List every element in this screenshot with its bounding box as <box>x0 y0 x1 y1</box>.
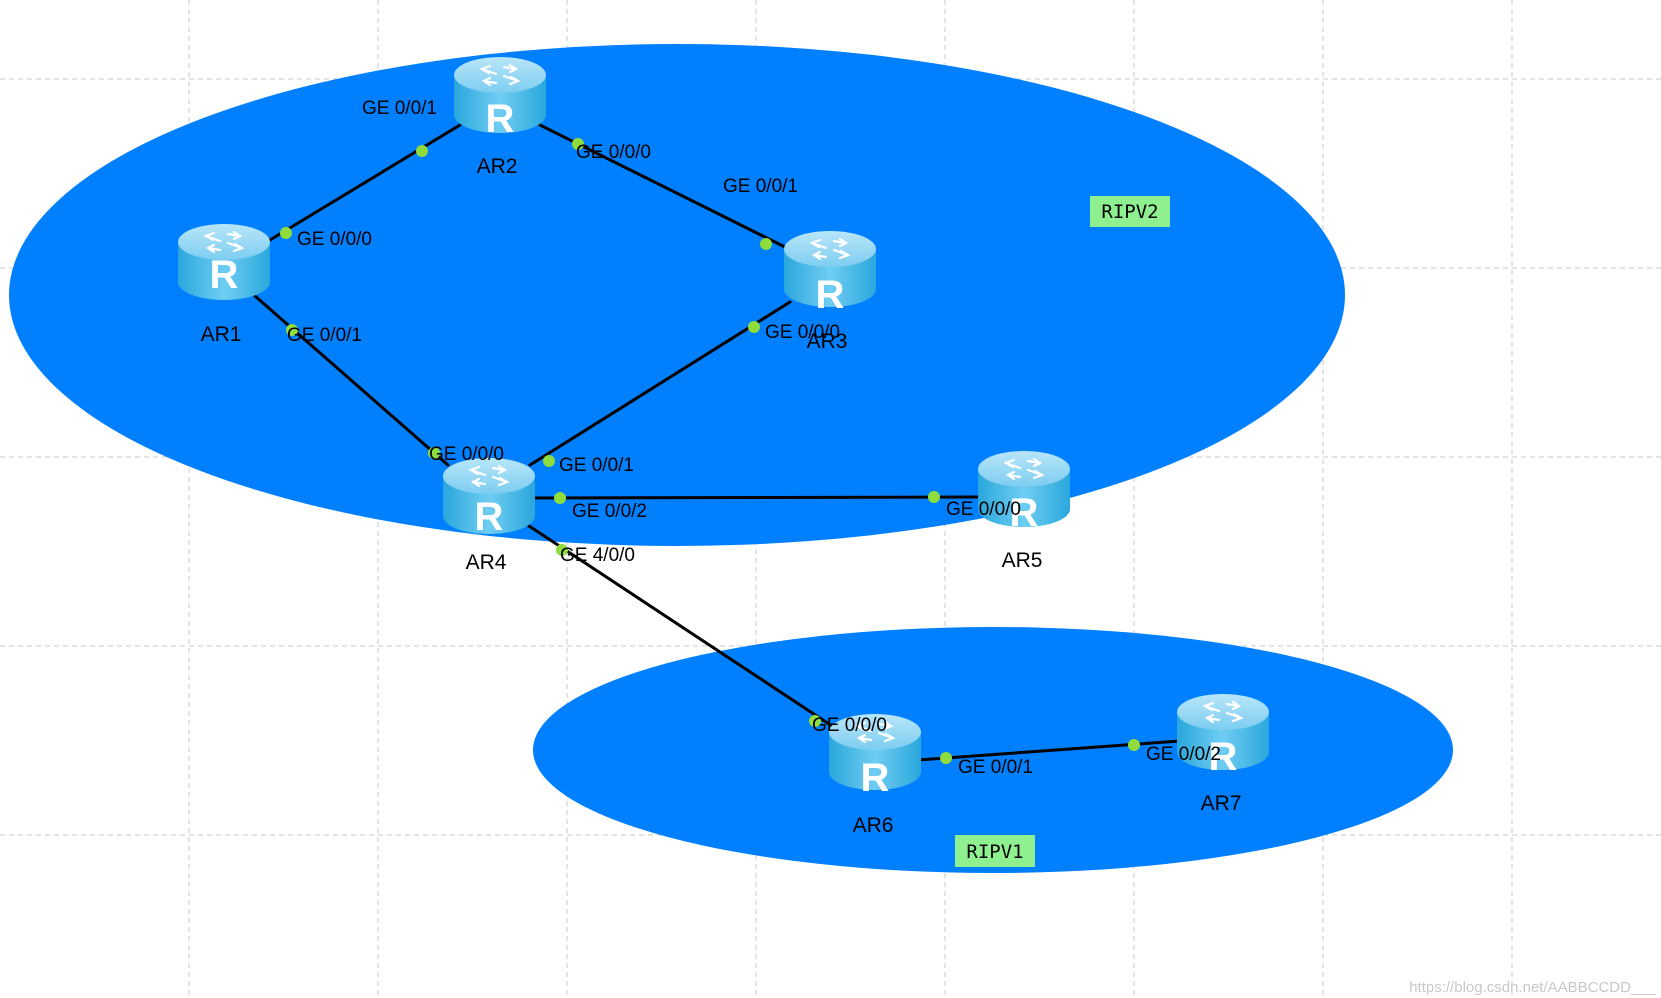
port-dot-ar1-ge001 <box>286 324 298 336</box>
ripv1-tag: RIPV1 <box>955 835 1035 867</box>
port-dot-ar4-ge400 <box>556 544 568 556</box>
iface-ar4-ge001: GE 0/0/1 <box>559 455 634 476</box>
router-name-ar2: AR2 <box>477 155 518 178</box>
iface-ar6-ge001: GE 0/0/1 <box>958 757 1033 778</box>
port-dots <box>280 138 1140 764</box>
port-dot-ar6-ge001 <box>940 752 952 764</box>
router-name-ar6: AR6 <box>853 814 894 837</box>
link-ar1-ar2 <box>263 123 462 245</box>
ripv1-tag-background <box>955 835 1035 867</box>
port-dot-ar4-ge001 <box>543 455 555 467</box>
router-name-ar3: AR3 <box>807 330 848 353</box>
router-ar7[interactable]: R AR7 <box>1175 692 1271 815</box>
ripv2-tag: RIPV2 <box>1090 196 1170 227</box>
router-name-ar1: AR1 <box>201 323 242 346</box>
router-ar3[interactable]: R AR3 <box>782 229 878 353</box>
router-letter-icon: R <box>816 273 845 317</box>
port-dot-ar4-ge000 <box>428 447 440 459</box>
router-letter-icon: R <box>210 253 239 297</box>
port-dot-ar2-ge001 <box>416 145 428 157</box>
iface-ar1-ge000: GE 0/0/0 <box>297 229 372 250</box>
iface-ar1-ge001: GE 0/0/1 <box>287 325 362 346</box>
link-ar4-ar6 <box>521 520 837 730</box>
ripv2-tag-label: RIPV2 <box>1101 201 1158 223</box>
iface-ar4-ge000: GE 0/0/0 <box>429 444 504 465</box>
router-ar6[interactable]: R AR6 <box>827 712 923 837</box>
iface-ar6-ge000: GE 0/0/0 <box>812 715 887 736</box>
port-dot-ar5-ge000 <box>928 491 940 503</box>
link-ar4-ar5 <box>531 495 982 500</box>
router-letter-icon: R <box>861 756 890 800</box>
iface-ar2-ge000: GE 0/0/0 <box>576 142 651 163</box>
router-letter-icon: R <box>1010 491 1039 535</box>
ripv2-area <box>9 44 1345 546</box>
iface-ar4-ge002: GE 0/0/2 <box>572 501 647 522</box>
iface-ar7-ge002: GE 0/0/2 <box>1146 744 1221 765</box>
port-dot-ar7-ge002 <box>1128 739 1140 751</box>
router-letter-icon: R <box>486 97 515 141</box>
router-name-ar7: AR7 <box>1201 792 1242 815</box>
iface-ar3-ge001: GE 0/0/1 <box>723 176 798 197</box>
router-ar4[interactable]: R AR4 <box>441 456 537 574</box>
port-dot-ar3-ge001 <box>760 238 772 250</box>
interface-labels: GE 0/0/1 GE 0/0/0 GE 0/0/1 GE 0/0/0 GE 0… <box>287 98 1221 778</box>
iface-ar3-ge000: GE 0/0/0 <box>765 322 840 343</box>
router-name-ar5: AR5 <box>1002 549 1043 572</box>
iface-ar4-ge400: GE 4/0/0 <box>560 545 635 566</box>
router-name-ar4: AR4 <box>466 551 507 574</box>
links <box>253 123 1182 762</box>
ripv1-area <box>533 627 1453 873</box>
watermark-text: https://blog.csdn.net/AABBCCDD___ <box>1409 979 1656 996</box>
router-letter-icon: R <box>475 495 504 539</box>
port-dot-ar1-ge000 <box>280 227 292 239</box>
ripv1-tag-label: RIPV1 <box>966 841 1023 863</box>
link-ar1-ar4 <box>253 294 450 467</box>
router-letter-icon: R <box>1209 735 1238 779</box>
link-ar3-ar4 <box>528 300 792 467</box>
router-ar1[interactable]: R AR1 <box>176 222 272 346</box>
router-ar2[interactable]: R AR2 <box>452 55 548 178</box>
port-dot-ar3-ge000 <box>748 321 760 333</box>
port-dot-ar2-ge000 <box>572 138 584 150</box>
iface-ar5-ge000: GE 0/0/0 <box>946 499 1021 520</box>
port-dot-ar6-ge000 <box>809 715 821 727</box>
router-ar5[interactable]: R AR5 <box>976 449 1072 572</box>
port-dot-ar4-ge002 <box>554 492 566 504</box>
iface-ar2-ge001: GE 0/0/1 <box>362 98 437 119</box>
ripv2-tag-background <box>1090 196 1170 227</box>
